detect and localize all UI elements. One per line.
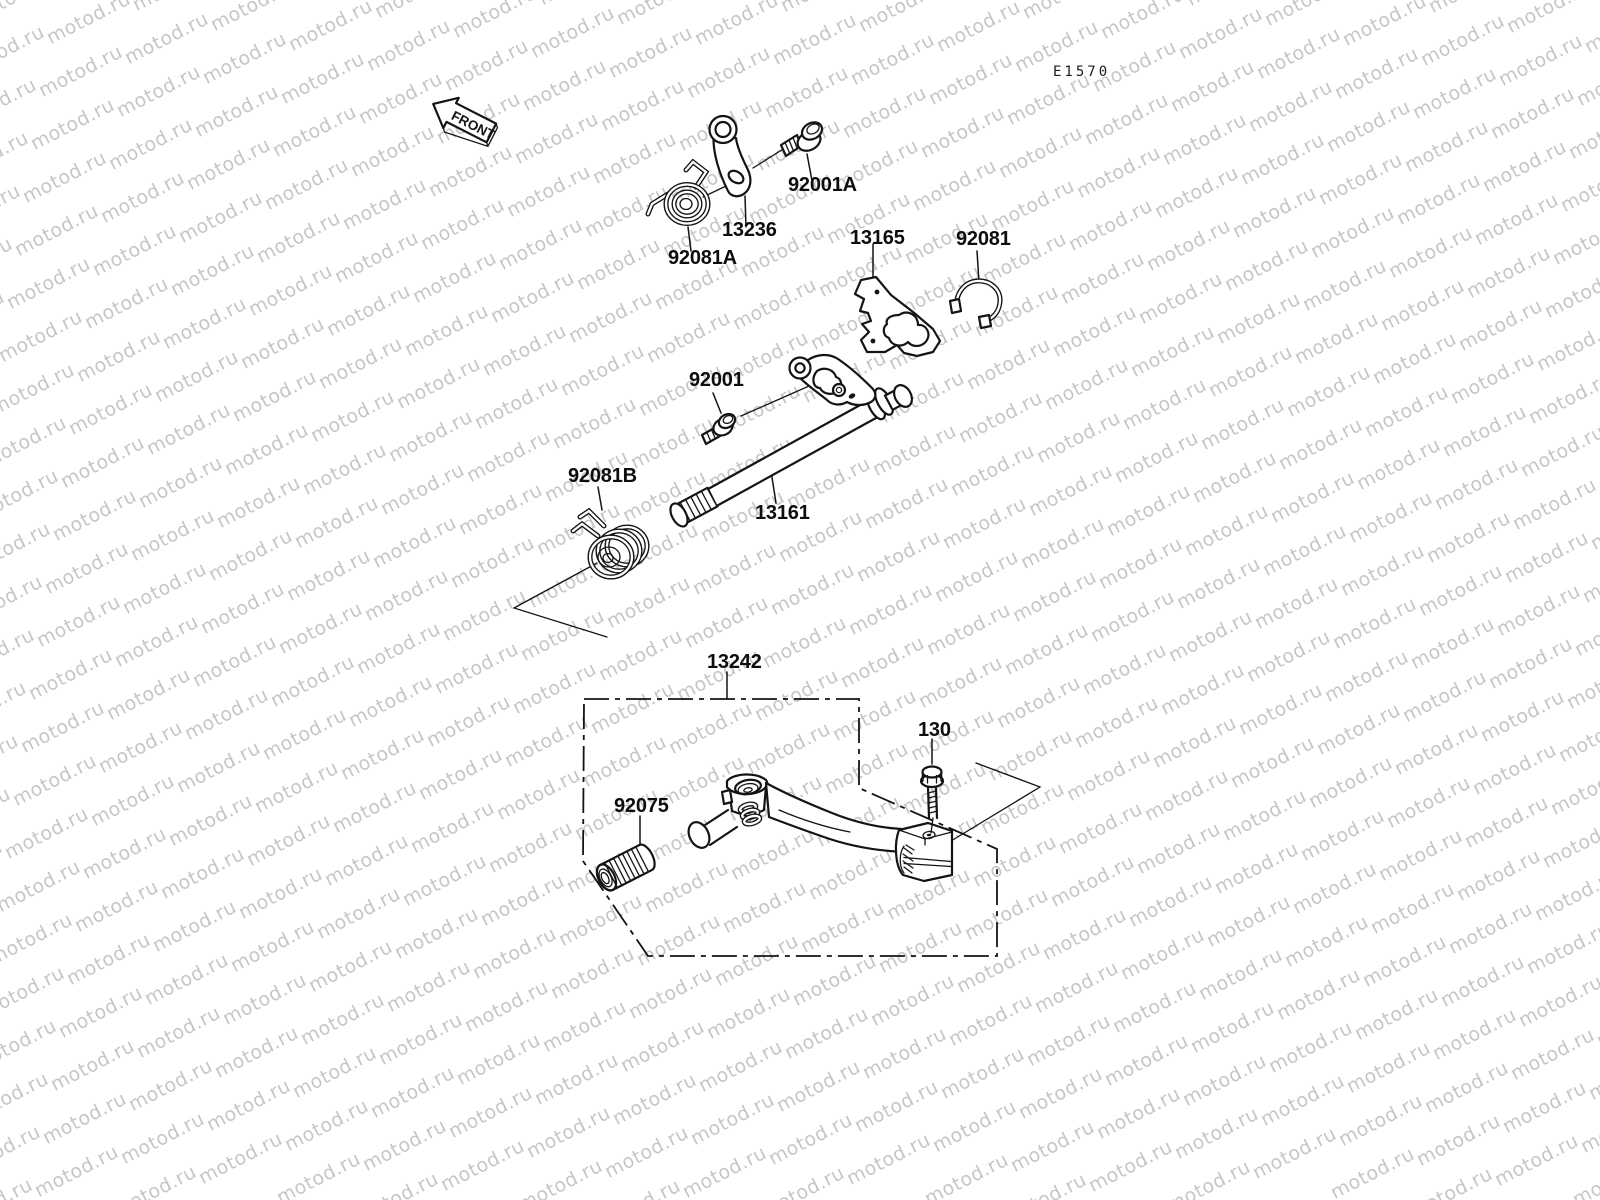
pedal-pivot-housing: [720, 773, 769, 827]
pointer-wedge-lower: [950, 762, 1042, 842]
part-13165-bracket: [853, 275, 942, 358]
part-130-bolt: [919, 765, 945, 834]
clamp-spline-hatch: [899, 844, 915, 874]
pointer-wedge-upper: [512, 562, 608, 638]
part-shift-arm: [788, 353, 877, 407]
part-13242-pedal-arm: [764, 781, 903, 854]
part-92081-clip: [948, 278, 1003, 330]
part-label-92075: 92075: [614, 795, 669, 817]
pedal-toe-peg: [687, 808, 739, 849]
part-92001a-bolt: [779, 121, 824, 158]
part-label-13242: 13242: [707, 651, 762, 673]
part-label-92081b: 92081B: [568, 465, 637, 487]
part-label-130: 130: [918, 719, 951, 741]
part-label-13236: 13236: [722, 219, 777, 241]
part-label-92001: 92001: [689, 369, 744, 391]
pedal-pivot-spring: [737, 801, 763, 827]
part-92081a-torsion-spring: [645, 158, 711, 226]
part-92075-coil: [595, 843, 656, 892]
part-92081b-torsion-spring: [570, 507, 650, 580]
part-13161-shaft: [669, 384, 913, 528]
part-92001-bolt: [700, 412, 737, 446]
part-label-13161: 13161: [755, 502, 810, 524]
boundary-13242: [582, 698, 998, 957]
pedal-clamp-block: [894, 821, 954, 883]
leader-lines-lower: [639, 671, 933, 847]
front-arrow: FRONT: [432, 96, 499, 148]
part-13236-lever: [708, 114, 752, 198]
part-label-92001a: 92001A: [788, 174, 857, 196]
page-code: E1570: [1053, 64, 1111, 80]
upper-assembly: [512, 114, 1003, 638]
part-label-92081: 92081: [956, 228, 1011, 250]
part-label-92081a: 92081A: [668, 247, 737, 269]
front-arrow-shadow: [442, 122, 499, 148]
lower-assembly: [582, 671, 1042, 957]
part-label-13165: 13165: [850, 227, 905, 249]
